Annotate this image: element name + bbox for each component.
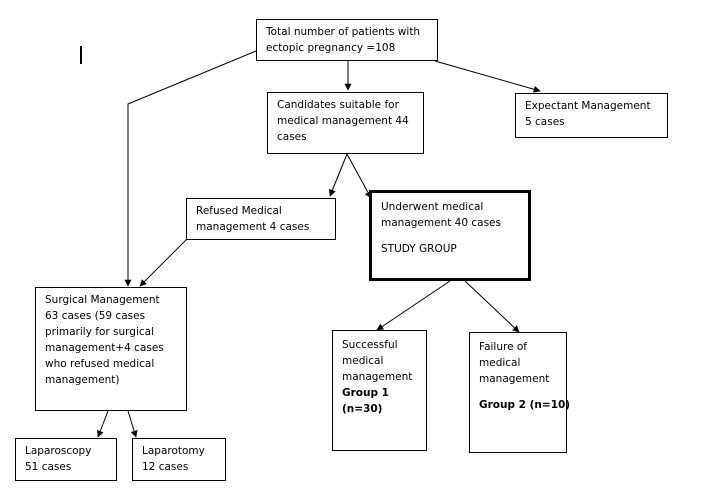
arrow-candidates-to-underwent <box>346 153 372 199</box>
text-cursor <box>80 46 82 64</box>
candidates-line-1: Candidates suitable for <box>277 99 399 111</box>
total-line-2: ectopic pregnancy =108 <box>266 42 396 54</box>
laparotomy-box: Laparotomy 12 cases <box>132 438 226 481</box>
laparotomy-line-1: Laparotomy <box>142 445 205 457</box>
laparotomy-line-2: 12 cases <box>142 461 189 473</box>
total-line-1: Total number of patients with <box>266 26 421 38</box>
arrow-candidates-to-refused <box>329 153 348 197</box>
refused-line-2: management 4 cases <box>196 221 310 233</box>
surgical-management-box: Surgical Management 63 cases (59 cases p… <box>35 287 187 411</box>
laparoscopy-line-1: Laparoscopy <box>25 445 92 457</box>
candidates-box: Candidates suitable for medical manageme… <box>267 92 424 154</box>
failure-line-3: management <box>479 373 550 385</box>
group-1-count: (n=30) <box>342 403 383 415</box>
laparoscopy-line-2: 51 cases <box>25 461 72 473</box>
refused-medical-box: Refused Medical management 4 cases <box>186 198 336 240</box>
arrow-total-to-expectant <box>434 60 541 93</box>
failure-management-box: Failure of medical management Group 2 (n… <box>469 332 571 453</box>
arrow-underwent-to-failure <box>464 280 520 333</box>
failure-line-1: Failure of <box>479 341 528 353</box>
expectant-line-1: Expectant Management <box>525 100 651 112</box>
successful-line-3: management <box>342 371 413 383</box>
surgical-line-4: management+4 cases <box>45 342 164 354</box>
expectant-management-box: Expectant Management 5 cases <box>515 93 668 138</box>
successful-management-box: Successful medical management Group 1 (n… <box>332 330 427 451</box>
group-2-label: Group 2 (n=10) <box>479 399 571 411</box>
total-patients-box: Total number of patients with ectopic pr… <box>256 19 438 61</box>
study-group-label: STUDY GROUP <box>381 243 457 255</box>
candidates-line-3: cases <box>277 131 307 143</box>
arrow-total-to-surgical <box>124 50 257 287</box>
expectant-line-2: 5 cases <box>525 116 565 128</box>
surgical-line-3: primarily for surgical <box>45 326 155 338</box>
arrow-surgical-to-laparoscopy <box>96 410 109 438</box>
candidates-line-2: medical management 44 <box>277 115 409 127</box>
successful-line-1: Successful <box>342 339 398 351</box>
failure-line-2: medical <box>479 357 521 369</box>
arrow-refused-to-surgical <box>139 237 189 287</box>
surgical-line-1: Surgical Management <box>45 294 160 306</box>
underwent-medical-box: Underwent medical management 40 cases ST… <box>369 190 531 281</box>
laparoscopy-box: Laparoscopy 51 cases <box>15 438 117 481</box>
arrow-surgical-to-laparotomy <box>127 410 138 438</box>
underwent-line-1: Underwent medical <box>381 201 484 213</box>
group-1-label: Group 1 <box>342 387 389 399</box>
arrow-underwent-to-successful <box>376 280 451 331</box>
refused-line-1: Refused Medical <box>196 205 282 217</box>
surgical-line-2: 63 cases (59 cases <box>45 310 146 322</box>
successful-line-2: medical <box>342 355 384 367</box>
underwent-line-2: management 40 cases <box>381 217 501 229</box>
surgical-line-5: who refused medical <box>45 358 155 370</box>
surgical-line-6: management) <box>45 374 120 386</box>
